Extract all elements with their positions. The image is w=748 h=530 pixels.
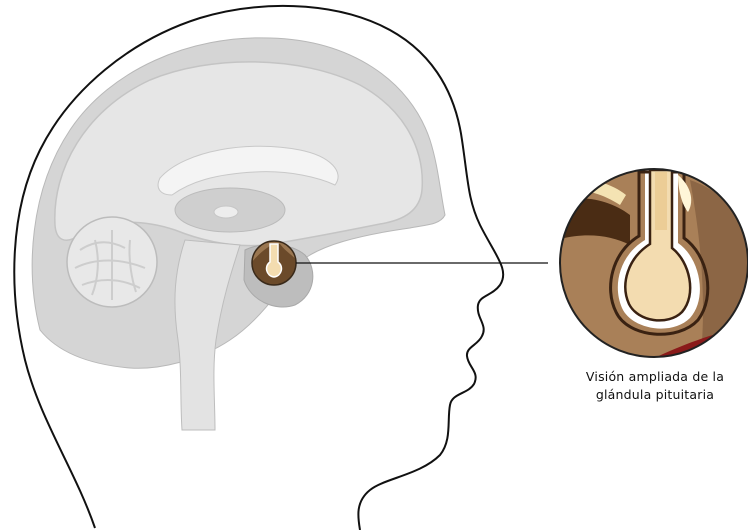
zoom-caption: Visión ampliada de la glándula pituitari… (555, 368, 748, 404)
caption-line-1: Visión ampliada de la (555, 368, 748, 386)
caption-line-2: glándula pituitaria (555, 386, 748, 404)
